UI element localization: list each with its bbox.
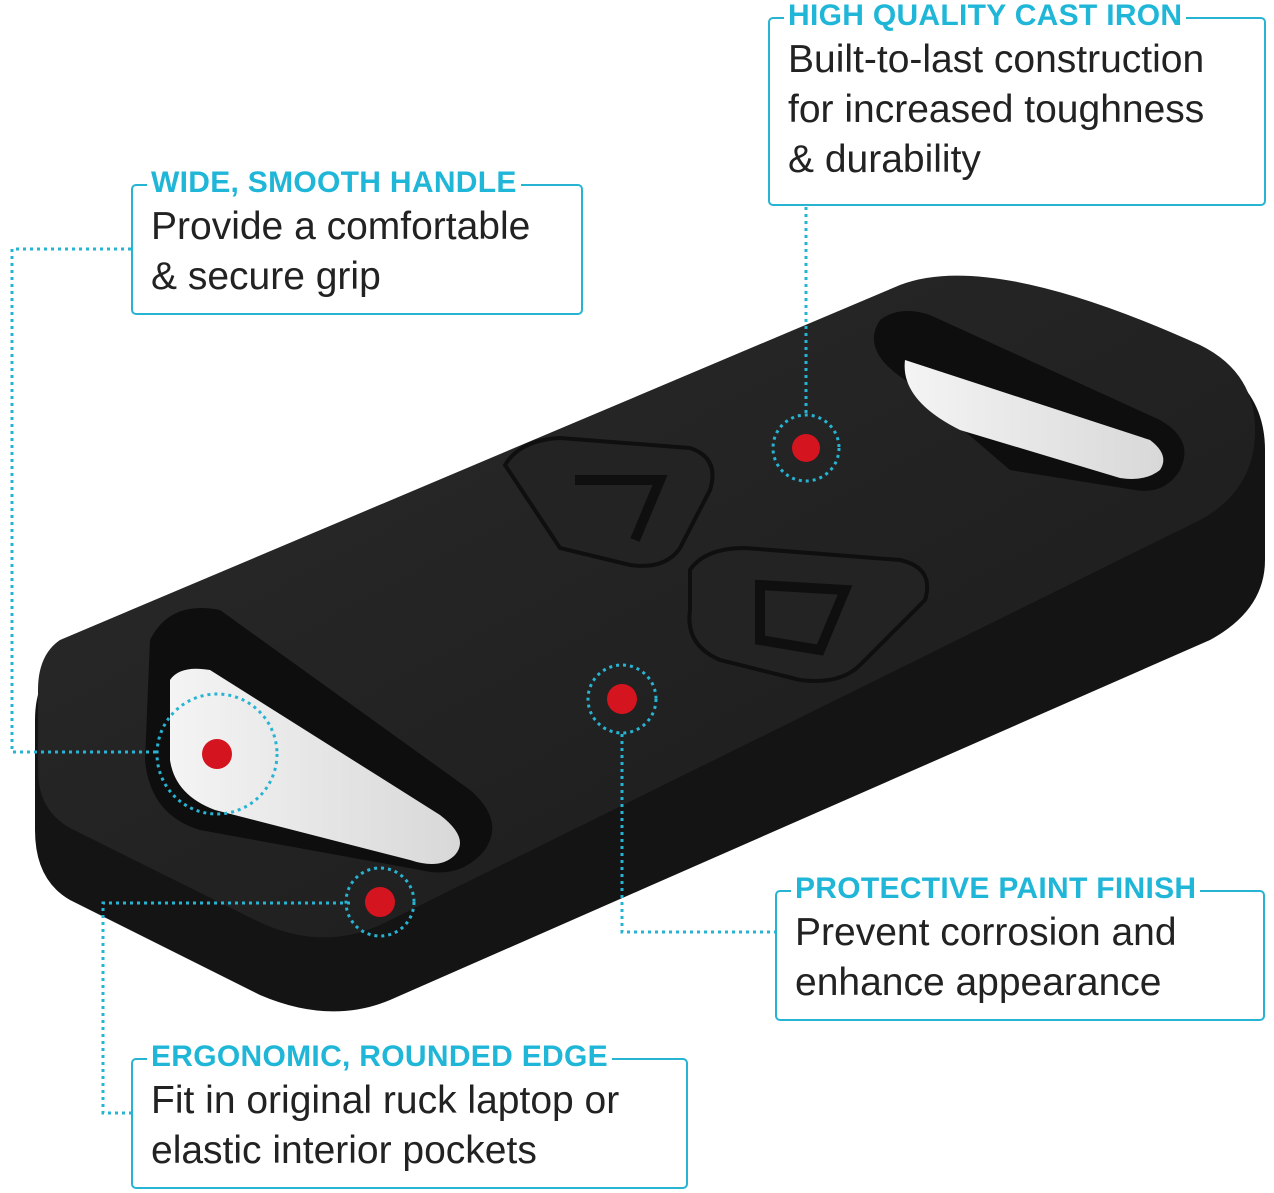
callout-line: & durability [788, 138, 981, 181]
callout-body: Built-to-last construction for increased… [788, 35, 1204, 185]
hotspot-paint [586, 663, 658, 735]
callout-line: Built-to-last construction [788, 38, 1205, 81]
callout-line: Provide a comfortable [151, 205, 531, 248]
callout-title: PROTECTIVE PAINT FINISH [791, 872, 1201, 906]
callout-line: & secure grip [151, 255, 381, 298]
hotspot-cast-iron [771, 413, 841, 483]
callout-body: Fit in original ruck laptop or elastic i… [151, 1076, 619, 1176]
callout-edge: ERGONOMIC, ROUNDED EDGE Fit in original … [131, 1040, 688, 1189]
callout-title: ERGONOMIC, ROUNDED EDGE [147, 1040, 612, 1074]
weight-plate [35, 275, 1265, 1012]
callout-handle: WIDE, SMOOTH HANDLE Provide a comfortabl… [131, 166, 583, 315]
red-dot-icon [607, 684, 637, 714]
hotspot-edge [344, 866, 416, 938]
callout-title: WIDE, SMOOTH HANDLE [147, 166, 521, 200]
red-dot-icon [792, 434, 820, 462]
red-dot-icon [365, 887, 395, 917]
callout-line: for increased toughness [788, 88, 1205, 131]
callout-body: Provide a comfortable & secure grip [151, 202, 530, 302]
callout-title: HIGH QUALITY CAST IRON [784, 0, 1187, 33]
callout-paint: PROTECTIVE PAINT FINISH Prevent corrosio… [775, 872, 1265, 1021]
callout-cast-iron: HIGH QUALITY CAST IRON Built-to-last con… [768, 0, 1266, 206]
callout-line: enhance appearance [795, 961, 1162, 1004]
leader-lines [10, 207, 808, 1115]
callout-line: Prevent corrosion and [795, 911, 1177, 954]
callout-body: Prevent corrosion and enhance appearance [795, 908, 1177, 1008]
red-dot-icon [202, 739, 232, 769]
callout-line: elastic interior pockets [151, 1129, 537, 1172]
callout-line: Fit in original ruck laptop or [151, 1079, 620, 1122]
hotspot-handle [155, 692, 279, 816]
